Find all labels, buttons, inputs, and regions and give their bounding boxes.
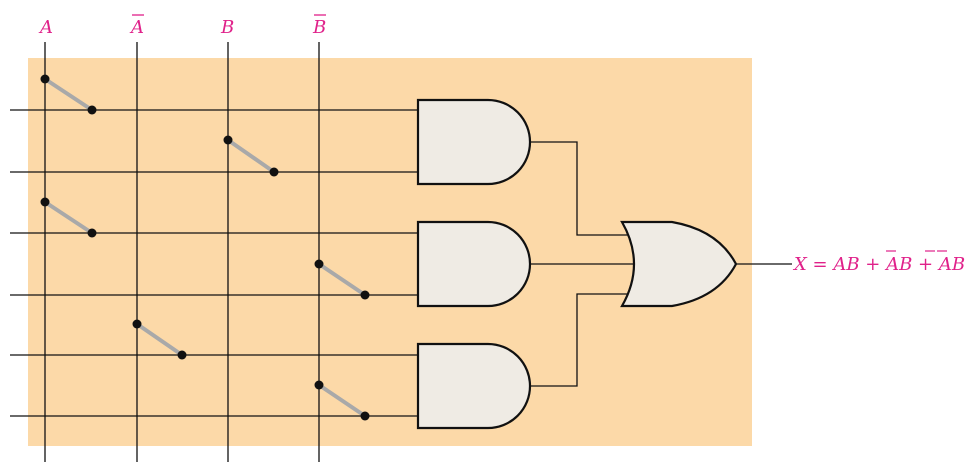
output-expression: X = AB + AB + AB (792, 250, 965, 275)
output-part-3: + (912, 254, 939, 275)
fuse-link-b-bar-row4 (314, 259, 370, 300)
wire-and1-to-or (530, 141, 630, 236)
input-labels: A A B B (38, 14, 326, 38)
fuse-link-b-row2 (223, 135, 279, 177)
fuse-link-a-bar-row5 (132, 319, 187, 360)
input-label-a-bar: A (129, 14, 144, 38)
fuse-link-b-bar-row6 (314, 380, 370, 421)
output-part-5: B (951, 254, 965, 275)
and-gate-1 (416, 98, 532, 186)
input-label-a: A (38, 17, 53, 38)
output-part-1: X = AB + A (792, 254, 899, 275)
programmable-array-panel (28, 58, 752, 446)
fuse-link-a-row1 (40, 74, 97, 115)
fuse-link-a-row3 (40, 197, 97, 238)
wire-and3-to-or (530, 293, 630, 387)
fuse-links (40, 74, 370, 421)
output-label: X = AB + AB + AB (792, 254, 965, 275)
input-lines (44, 42, 320, 462)
and-gate-3 (416, 342, 532, 430)
product-lines (10, 109, 420, 417)
input-label-b-bar: B (312, 14, 326, 38)
svg-text:B: B (312, 17, 326, 38)
or-gate (620, 220, 738, 308)
and-gate-2 (416, 220, 532, 308)
output-part-2: B (898, 254, 912, 275)
svg-text:A: A (129, 17, 144, 38)
and-to-or-wires (530, 141, 636, 387)
output-part-4: A (937, 254, 952, 275)
input-label-b: B (220, 17, 234, 38)
